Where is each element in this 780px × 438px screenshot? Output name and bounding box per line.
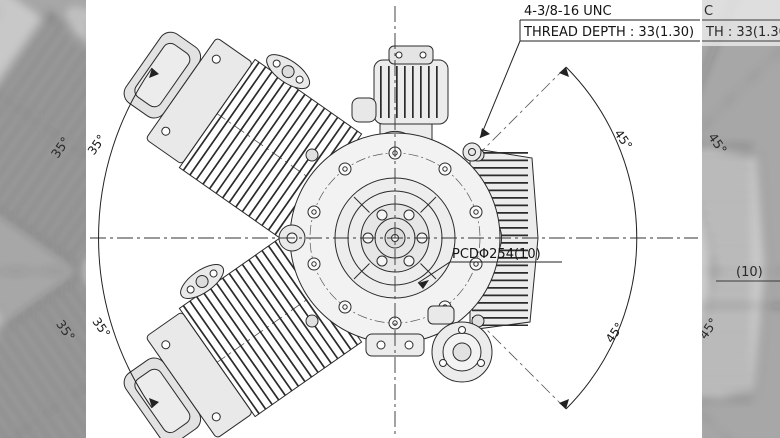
edge-thread-depth-fragment: TH : 33(1.30) xyxy=(705,25,780,40)
right-blur-panel: C TH : 33(1.30) 45° 45° (10) xyxy=(702,0,780,438)
thread-depth-note: THREAD DEPTH : 33(1.30) xyxy=(523,25,694,40)
edge-thread-spec-fragment: C xyxy=(704,4,713,19)
left-blur-panel: 35° 35° xyxy=(0,0,86,438)
left-panel-tint xyxy=(0,0,86,438)
drawing-panel: 4-3/8-16 UNC THREAD DEPTH : 33(1.30) PCD… xyxy=(86,0,702,438)
right-panel-tint xyxy=(702,0,780,438)
pcd-label: PCDΦ254(10) xyxy=(452,247,541,262)
right-panel-light-corner xyxy=(702,0,780,46)
thread-spec-note: 4-3/8-16 UNC xyxy=(524,4,612,19)
edge-pcd-fragment: (10) xyxy=(736,265,763,280)
